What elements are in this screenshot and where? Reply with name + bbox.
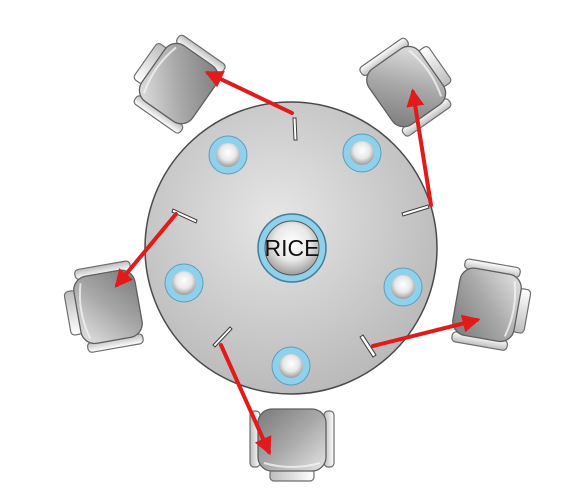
chair-right	[448, 257, 536, 355]
chair-left	[59, 259, 147, 357]
chopstick-top	[292, 117, 298, 141]
arrow-left	[114, 212, 178, 288]
chair-bottom	[249, 408, 335, 482]
plate-2	[342, 133, 382, 173]
chopstick-right-lower	[359, 334, 377, 358]
arrow-top	[204, 71, 294, 115]
plate-4	[383, 267, 423, 307]
chopstick-left-lower	[212, 326, 233, 348]
rice-bowl: RICE	[257, 213, 327, 283]
arrow-top-right	[406, 88, 433, 207]
chair-top-right	[355, 27, 465, 140]
chopstick-left-upper	[171, 208, 198, 224]
arrow-bottom-right	[371, 314, 481, 348]
plate-1	[208, 135, 248, 175]
chair-top-left	[120, 24, 230, 137]
plate-5	[271, 346, 311, 386]
rice-label: RICE	[265, 235, 320, 261]
plate-3	[164, 263, 204, 303]
chopstick-right-upper	[401, 204, 430, 217]
arrow-bottom	[219, 343, 272, 456]
